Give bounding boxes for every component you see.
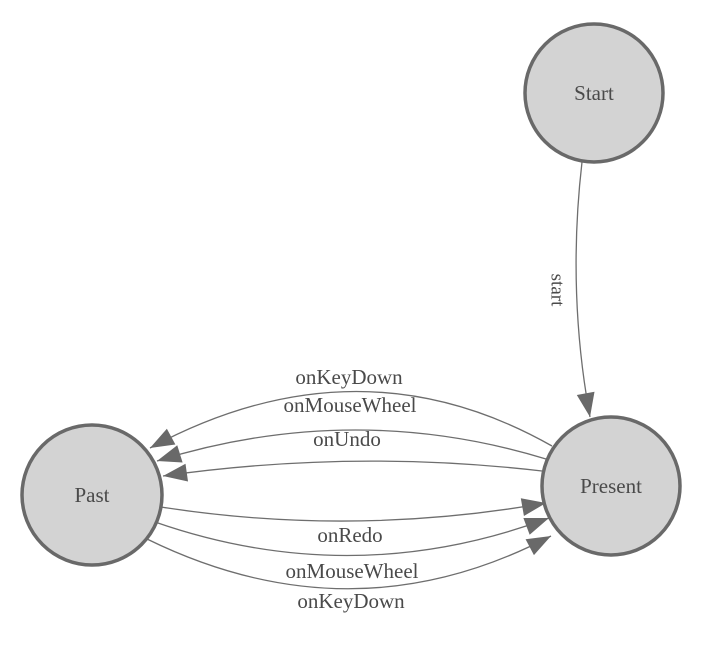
edges-layer bbox=[146, 161, 595, 590]
edge-start-to-present bbox=[575, 161, 595, 418]
edge-label-onredo: onRedo bbox=[317, 523, 382, 547]
edge-label-onkeydown-top: onKeyDown bbox=[295, 365, 403, 389]
past-state-circle bbox=[20, 423, 164, 567]
edge-past-to-present-onkeydown bbox=[146, 535, 552, 590]
present-state-label: Present bbox=[580, 474, 642, 498]
edge-label-onmousewheel-top: onMouseWheel bbox=[284, 393, 417, 417]
node-start: Start bbox=[523, 22, 665, 164]
edge-labels-layer: start onKeyDown onMouseWheel onUndo onRe… bbox=[284, 274, 568, 613]
node-past: Past bbox=[20, 423, 164, 567]
edge-past-to-present-onredo bbox=[160, 498, 547, 522]
present-state-circle bbox=[540, 415, 682, 557]
edge-past-to-present-onmousewheel bbox=[154, 517, 550, 557]
start-state-label: Start bbox=[574, 81, 614, 105]
edge-label-start: start bbox=[547, 274, 568, 307]
edge-present-to-past-onkeydown bbox=[149, 390, 553, 449]
edge-present-to-past-onundo bbox=[162, 460, 543, 482]
past-state-label: Past bbox=[74, 483, 109, 507]
node-present: Present bbox=[540, 415, 682, 557]
edge-label-onkeydown-bottom: onKeyDown bbox=[297, 589, 405, 613]
edge-label-onmousewheel-bottom: onMouseWheel bbox=[286, 559, 419, 583]
edge-label-onundo: onUndo bbox=[313, 427, 381, 451]
start-state-circle bbox=[523, 22, 665, 164]
edge-present-to-past-onmousewheel bbox=[156, 429, 547, 463]
